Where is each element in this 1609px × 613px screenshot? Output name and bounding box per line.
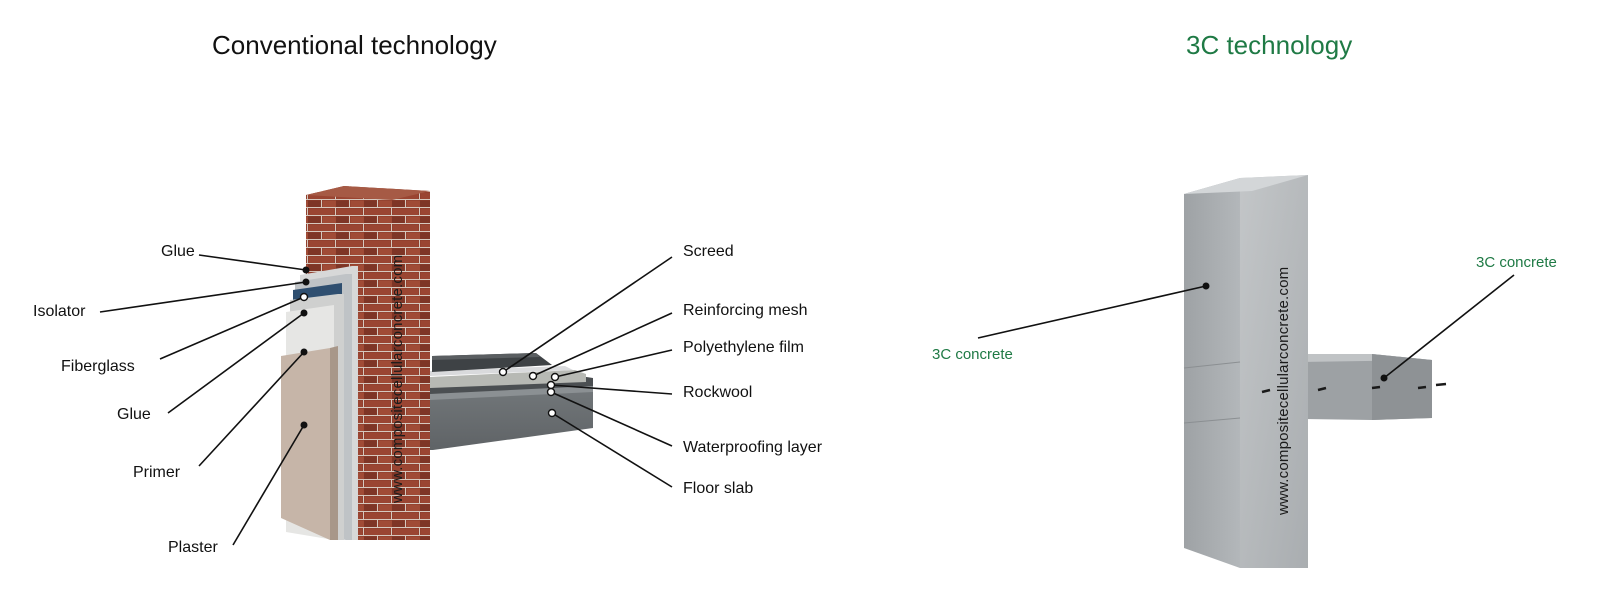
label-screed: Screed (683, 243, 734, 261)
threec-slab-marker (1381, 375, 1388, 382)
threec-wall-side (1184, 178, 1240, 568)
label-waterproofing-layer: Waterproofing layer (683, 439, 822, 457)
label-threec-wall: 3C concrete (932, 346, 1013, 363)
label-glue-bottom: Glue (117, 406, 151, 424)
label-fiberglass: Fiberglass (61, 358, 135, 376)
label-polyethylene-film: Polyethylene film (683, 339, 804, 357)
label-plaster: Plaster (168, 539, 218, 557)
label-rockwool: Rockwool (683, 384, 752, 402)
threec-wall-front (1240, 175, 1308, 568)
label-primer: Primer (133, 464, 180, 482)
conventional-watermark: www.compositecellularconcrete.com (389, 255, 406, 503)
label-reinforcing-mesh: Reinforcing mesh (683, 302, 808, 320)
label-floor-slab: Floor slab (683, 480, 753, 498)
label-glue-top: Glue (161, 243, 195, 261)
threec-title: 3C technology (1186, 30, 1352, 61)
plaster-shape (281, 348, 330, 540)
conventional-wall-assembly (281, 186, 593, 540)
label-threec-slab: 3C concrete (1476, 254, 1557, 271)
threec-watermark: www.compositecellularconcrete.com (1275, 267, 1292, 515)
conventional-title: Conventional technology (212, 30, 497, 61)
threec-wall-marker (1203, 283, 1210, 290)
threec-wall-assembly (1184, 175, 1446, 568)
label-isolator: Isolator (33, 303, 85, 321)
